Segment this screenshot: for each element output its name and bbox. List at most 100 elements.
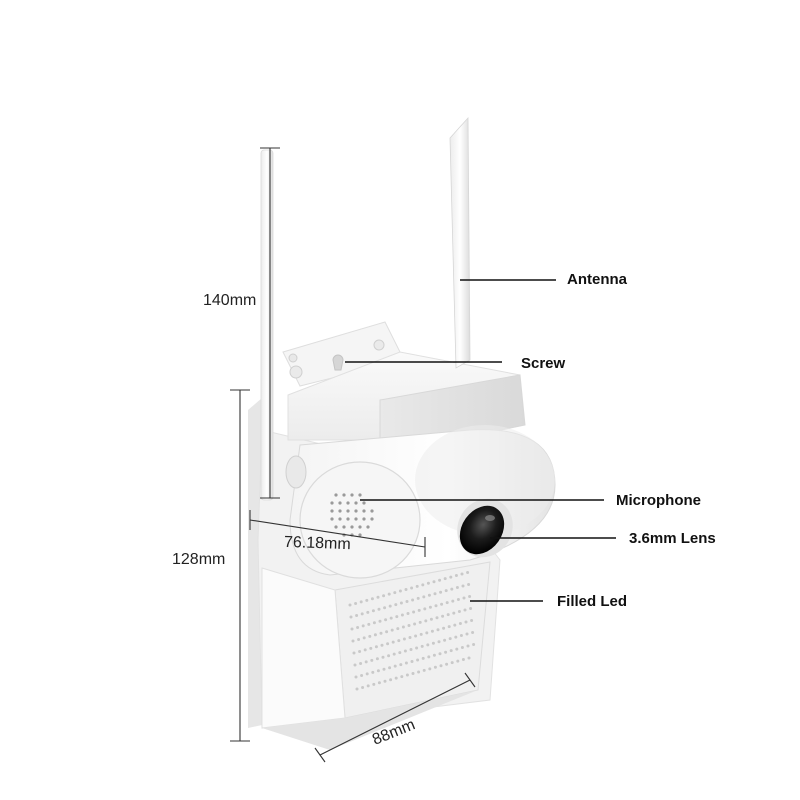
callout-screw-label: Screw [521, 355, 566, 372]
led-dot [375, 657, 379, 661]
led-dot [406, 612, 410, 615]
led-dot [410, 660, 414, 663]
led-dot [393, 664, 397, 668]
led-dot [355, 614, 359, 617]
dim-line-body-width [249, 519, 426, 548]
led-dot [419, 632, 423, 636]
callout-lens-label: 3.6mm Lens [629, 530, 716, 547]
dim-line-base-width [319, 679, 471, 756]
led-dot [437, 640, 441, 644]
led-dot [356, 626, 360, 629]
led-dot [373, 633, 377, 637]
led-dot [408, 636, 412, 639]
led-dot [443, 577, 447, 581]
led-dot [439, 590, 443, 594]
led-dot [421, 656, 425, 660]
led-dot [426, 643, 430, 647]
led-dot [361, 686, 365, 689]
led-dot [460, 646, 464, 649]
callout-antenna-label: Antenna [567, 271, 627, 288]
led-dot [365, 598, 369, 602]
led-dot [370, 658, 374, 662]
led-dot [461, 584, 465, 588]
led-dot [460, 572, 464, 576]
led-dot [409, 648, 413, 651]
led-dot [360, 612, 364, 616]
led-dot [395, 615, 399, 619]
led-dot [427, 593, 431, 597]
led-dot [363, 648, 367, 652]
led-dot [387, 654, 391, 658]
led-dot [376, 595, 380, 599]
led-dot [382, 594, 386, 598]
callout-filled-led-label: Filled Led [557, 593, 628, 610]
led-dot [456, 659, 460, 663]
led-dot [380, 643, 384, 647]
led-dot [416, 596, 420, 600]
led-dot [415, 584, 419, 588]
led-dot [359, 662, 363, 665]
led-dot [398, 651, 402, 655]
led-dot [392, 652, 396, 656]
led-dot [417, 608, 421, 612]
led-dot [390, 628, 394, 632]
led-dot-array [348, 571, 476, 691]
led-dot [471, 631, 475, 634]
led-dot [444, 650, 448, 654]
led-dot [388, 666, 392, 670]
left-antenna [260, 149, 274, 501]
led-dot [413, 622, 417, 626]
led-dot [385, 630, 389, 634]
led-dot [394, 676, 398, 680]
led-dot [446, 613, 450, 617]
led-dot [466, 571, 470, 574]
led-dot [457, 610, 461, 613]
led-dot [381, 655, 385, 659]
led-dot [400, 675, 404, 679]
led-dot [455, 647, 459, 651]
led-dot [354, 675, 358, 679]
led-dot [404, 588, 408, 591]
led-dot [358, 650, 362, 653]
led-dot [360, 674, 364, 677]
led-dot [458, 622, 462, 625]
dimension-lines [230, 147, 476, 763]
side-cap [299, 461, 421, 579]
led-dot [417, 670, 421, 674]
led-dot [412, 610, 416, 614]
led-dot [435, 616, 439, 620]
led-dot [455, 586, 459, 589]
led-dot [382, 667, 386, 671]
led-dot [384, 618, 388, 622]
led-dot [374, 645, 378, 649]
led-dot [379, 631, 383, 635]
led-dot [456, 598, 460, 601]
led-dot [352, 651, 356, 655]
led-dot [367, 622, 371, 626]
led-dot [369, 646, 373, 650]
led-dot [463, 608, 467, 612]
led-dot [420, 644, 424, 648]
led-dot [454, 635, 458, 639]
led-dot [444, 589, 448, 593]
led-dot [407, 624, 411, 627]
led-dot [439, 664, 443, 668]
led-dot [440, 602, 444, 606]
led-dot [353, 663, 357, 667]
led-dot [393, 591, 397, 595]
led-dot [414, 634, 418, 638]
led-dot [466, 644, 470, 648]
led-dot [421, 583, 425, 587]
led-dot [449, 575, 453, 579]
led-dot [432, 653, 436, 657]
callout-leaders [345, 279, 616, 602]
led-dot [472, 643, 476, 646]
led-dot [467, 656, 471, 660]
led-dot [416, 658, 420, 662]
led-dot [350, 627, 354, 631]
led-panel [261, 561, 491, 750]
led-dot [464, 620, 468, 624]
led-dot [394, 603, 398, 607]
led-dot [454, 574, 458, 577]
led-dot [443, 638, 447, 642]
